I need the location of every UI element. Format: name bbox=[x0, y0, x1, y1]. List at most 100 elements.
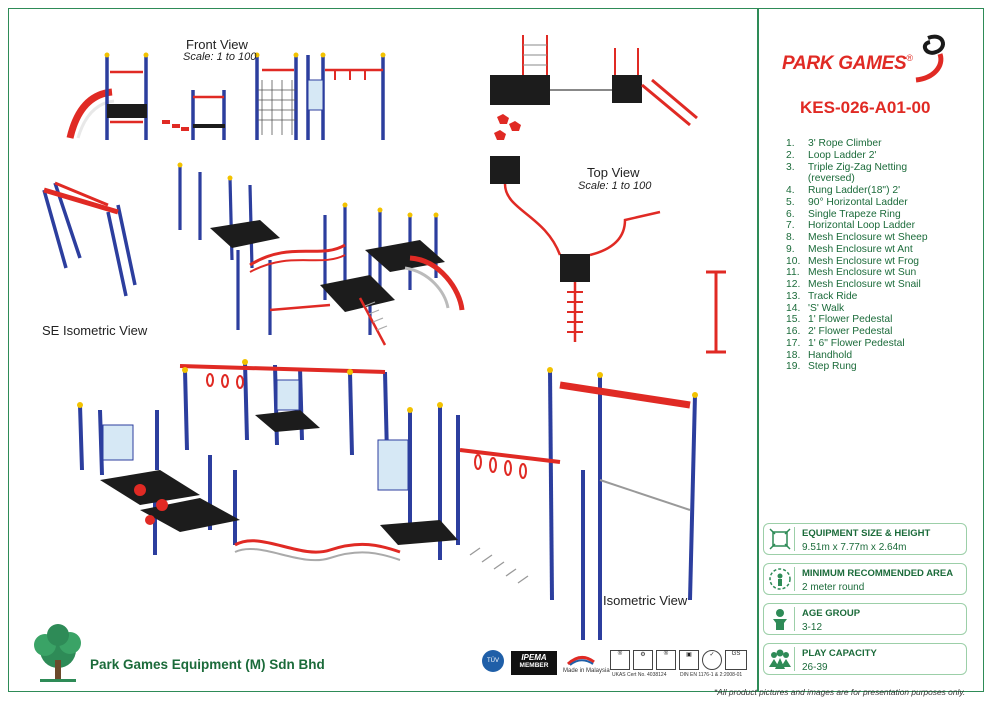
component-item: 19. Step Rung bbox=[786, 361, 956, 373]
spec-area-value: 2 meter round bbox=[802, 582, 865, 593]
component-number: 13. bbox=[786, 290, 801, 302]
component-label: Mesh Enclosure wt Snail bbox=[808, 279, 921, 290]
product-code: KES-026-A01-00 bbox=[800, 98, 931, 117]
spec-size-label: EQUIPMENT SIZE & HEIGHT bbox=[802, 528, 931, 539]
size-icon bbox=[768, 527, 795, 551]
component-item: 10.Mesh Enclosure wt Frog bbox=[786, 256, 956, 268]
component-number: 19. bbox=[786, 361, 801, 373]
brand-swirl-icon bbox=[915, 34, 945, 83]
component-item: 11. Mesh Enclosure wt Sun bbox=[786, 267, 956, 279]
tuv-label: TÜV bbox=[487, 658, 499, 664]
brand-logo-text: PARK GAMES bbox=[782, 53, 907, 74]
ipema-bottom: MEMBER bbox=[519, 662, 549, 669]
component-item: 8.Mesh Enclosure wt Sheep bbox=[786, 232, 956, 244]
component-label: 1' Flower Pedestal bbox=[808, 314, 893, 326]
component-number: 5. bbox=[786, 196, 795, 208]
group-icon bbox=[768, 647, 795, 671]
component-number: 6. bbox=[786, 208, 795, 220]
spec-size-value: 9.51m x 7.77m x 2.64m bbox=[802, 542, 907, 553]
component-label: 3' Rope Climber bbox=[808, 138, 882, 149]
component-item: 16. 2' Flower Pedestal bbox=[786, 326, 956, 338]
component-item: 6. Single Trapeze Ring bbox=[786, 209, 956, 221]
component-item: 2. Loop Ladder 2' bbox=[786, 150, 956, 162]
gs-mark-icon: GS bbox=[725, 650, 747, 670]
din-standard: DIN EN 1176-1 & 2:2008-01 bbox=[680, 672, 743, 678]
component-label: Loop Ladder 2' bbox=[808, 149, 877, 161]
monkey-bar-drawing bbox=[42, 181, 137, 297]
made-in-malaysia: Made in Malaysia bbox=[563, 668, 610, 674]
component-label: Track Ride bbox=[808, 290, 858, 302]
spec-size: EQUIPMENT SIZE & HEIGHT 9.51m x 7.77m x … bbox=[763, 523, 967, 555]
component-number: 15. bbox=[786, 314, 801, 326]
isometric-drawing bbox=[77, 359, 698, 640]
component-label: Single Trapeze Ring bbox=[808, 208, 901, 220]
component-number: 2. bbox=[786, 149, 795, 161]
component-number: 16. bbox=[786, 326, 801, 337]
component-label: Triple Zig-Zag Netting (reversed) bbox=[807, 161, 908, 185]
child-icon bbox=[768, 607, 795, 631]
brand-logo-mark: ® bbox=[906, 53, 914, 63]
top-view-title: Top View bbox=[587, 165, 640, 180]
drawing-area bbox=[34, 35, 726, 682]
spec-age-value: 3-12 bbox=[802, 622, 823, 633]
component-label: Horizontal Loop Ladder bbox=[808, 220, 916, 232]
component-number: 9. bbox=[786, 243, 795, 255]
cert-badge-2-icon: ⚙ bbox=[633, 650, 653, 670]
cert-badge-3-icon: ® bbox=[656, 650, 676, 670]
disclaimer: *All product pictures and images are for… bbox=[714, 687, 966, 697]
component-number: 18. bbox=[786, 349, 801, 361]
component-number: 12. bbox=[786, 279, 801, 290]
component-label: Mesh Enclosure wt Ant bbox=[808, 243, 913, 255]
cert-badge-1-icon: ® bbox=[610, 650, 630, 670]
component-item: 12. Mesh Enclosure wt Snail bbox=[786, 279, 956, 291]
component-label: 1' 6" Flower Pedestal bbox=[808, 337, 905, 349]
component-item: 14.'S' Walk bbox=[786, 303, 956, 315]
ipema-logo: IPEMA MEMBER bbox=[511, 651, 557, 675]
ipema-top: IPEMA bbox=[521, 653, 547, 662]
malaysia-flag-icon bbox=[566, 652, 596, 666]
component-item: 17. 1' 6" Flower Pedestal bbox=[786, 338, 956, 350]
spec-area: MINIMUM RECOMMENDED AREA 2 meter round bbox=[763, 563, 967, 595]
cert-badge-5-icon: ✓ bbox=[702, 650, 722, 670]
component-number: 7. bbox=[786, 220, 795, 232]
component-number: 11. bbox=[786, 267, 800, 279]
component-item: 7. Horizontal Loop Ladder bbox=[786, 220, 956, 232]
tree-logo bbox=[34, 624, 81, 682]
spec-area-label: MINIMUM RECOMMENDED AREA bbox=[802, 568, 954, 579]
area-icon bbox=[768, 567, 795, 591]
spec-age: AGE GROUP 3-12 bbox=[763, 603, 967, 635]
spec-age-label: AGE GROUP bbox=[802, 608, 861, 619]
component-item: 9. Mesh Enclosure wt Ant bbox=[786, 244, 956, 256]
brand-logo: PARK GAMES® bbox=[782, 53, 913, 75]
component-label: Step Rung bbox=[808, 361, 857, 373]
component-label: 90° Horizontal Ladder bbox=[808, 196, 908, 208]
cert-badge-4-icon: ▣ bbox=[679, 650, 699, 670]
company-name: Park Games Equipment (M) Sdn Bhd bbox=[90, 657, 325, 672]
component-list: 1. 3' Rope Climber 2. Loop Ladder 2' 3. Tripl… bbox=[786, 138, 956, 373]
component-label: Handhold bbox=[808, 349, 853, 361]
component-number: 4. bbox=[786, 185, 795, 196]
component-item: 18. Handhold bbox=[786, 350, 956, 362]
component-label: 2' Flower Pedestal bbox=[808, 326, 893, 337]
component-number: 17. bbox=[786, 337, 801, 349]
component-item: 3. Triple Zig-Zag Netting (reversed) bbox=[786, 162, 956, 186]
se-isometric-drawing bbox=[177, 162, 465, 346]
spec-capacity: PLAY CAPACITY 26-39 bbox=[763, 643, 967, 675]
component-number: 3. bbox=[786, 161, 795, 173]
component-item: 5. 90° Horizontal Ladder bbox=[786, 197, 956, 209]
front-view-scale: Scale: 1 to 100 bbox=[183, 51, 257, 63]
component-number: 8. bbox=[786, 232, 795, 243]
component-label: Rung Ladder(18") 2' bbox=[808, 185, 901, 196]
component-item: 15. 1' Flower Pedestal bbox=[786, 314, 956, 326]
front-view-drawing bbox=[66, 52, 386, 140]
spec-capacity-label: PLAY CAPACITY bbox=[802, 648, 877, 659]
component-label: Mesh Enclosure wt Sun bbox=[808, 267, 917, 279]
top-view-drawing bbox=[490, 35, 726, 354]
page-frame bbox=[8, 8, 984, 692]
component-label: Mesh Enclosure wt Frog bbox=[808, 255, 920, 267]
component-item: 1. 3' Rope Climber bbox=[786, 138, 956, 150]
spec-capacity-value: 26-39 bbox=[802, 662, 828, 673]
component-number: 1. bbox=[786, 138, 795, 149]
panel-divider bbox=[757, 8, 759, 692]
component-label: 'S' Walk bbox=[808, 302, 845, 314]
